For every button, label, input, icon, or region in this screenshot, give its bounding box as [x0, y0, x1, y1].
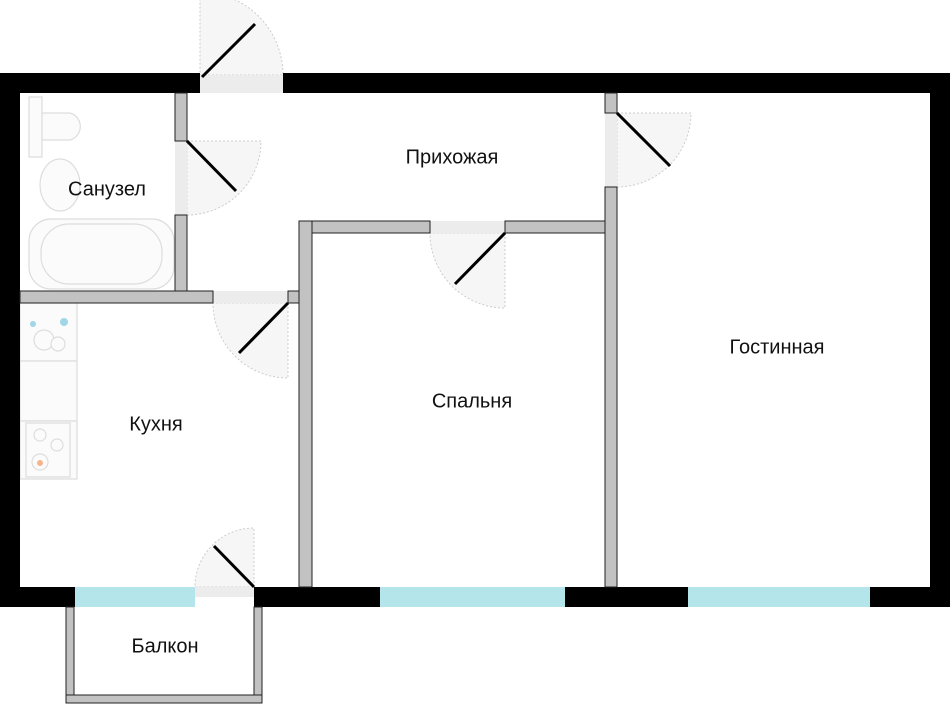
dish-icon [50, 336, 66, 352]
dish-icon [33, 329, 55, 351]
exterior-walls [0, 73, 950, 607]
water-drop-icon [30, 321, 36, 327]
entry-door-sill [200, 75, 283, 93]
living-door-sill [605, 113, 617, 187]
room-label-kitchen: Кухня [129, 413, 183, 435]
balcony-door[interactable] [212, 544, 256, 589]
kitchen-door[interactable] [237, 301, 290, 355]
burner-icon [50, 438, 64, 452]
entry-door[interactable] [200, 22, 257, 79]
interior-walls [19, 92, 618, 704]
living-window [688, 587, 870, 607]
doors [185, 22, 672, 589]
room-label-living-room: Гостинная [730, 336, 825, 358]
room-label-hallway: Прихожая [406, 146, 499, 168]
burner-icon [33, 428, 47, 442]
sink-icon [39, 158, 81, 212]
bathroom-door-sill [175, 141, 187, 215]
bathroom-door[interactable] [185, 139, 238, 193]
toilet-bowl-icon [41, 112, 81, 141]
counter [19, 360, 78, 422]
room-label-bathroom: Санузел [68, 178, 146, 200]
living-room-door[interactable] [615, 111, 672, 168]
bathroom-fixtures [28, 96, 175, 290]
room-label-balcony: Балкон [131, 635, 198, 657]
balcony-door-sill [195, 587, 254, 597]
bathtub-inner [40, 223, 163, 285]
bedroom-window [380, 587, 565, 607]
flame-icon [37, 460, 43, 466]
stove-icon [25, 422, 71, 478]
kitchen-fixtures [19, 302, 78, 480]
toilet-tank [28, 96, 43, 158]
bedroom-door[interactable] [453, 231, 507, 286]
kitchen-door-sill [213, 291, 288, 303]
room-label-bedroom: Спальня [432, 390, 512, 412]
kitchen-window [75, 587, 195, 607]
water-drop-icon [60, 318, 68, 326]
bedroom-door-sill [430, 221, 505, 233]
